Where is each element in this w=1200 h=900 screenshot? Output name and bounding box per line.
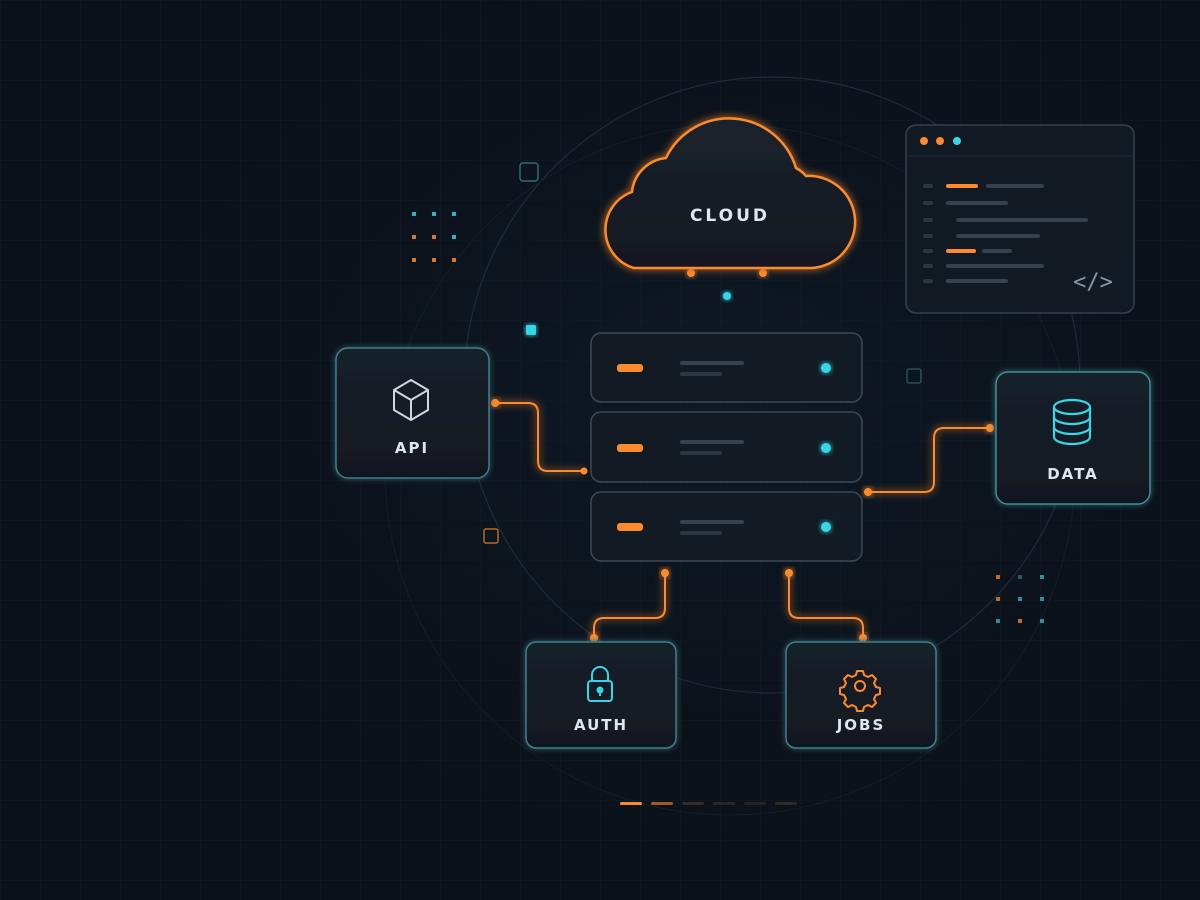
lock-icon <box>587 666 613 702</box>
server-icon <box>617 523 643 531</box>
edge-stack-data <box>867 427 991 493</box>
server-icon <box>617 364 643 372</box>
server-unit <box>590 491 863 562</box>
connectors <box>494 267 991 639</box>
edge-api-stack <box>494 402 585 472</box>
status-led <box>821 363 831 373</box>
node-auth[interactable]: AUTH <box>525 641 677 749</box>
status-led <box>821 522 831 532</box>
window-dot <box>920 137 928 145</box>
node-label-auth: AUTH <box>574 716 628 734</box>
window-dot <box>936 137 944 145</box>
database-icon <box>1052 398 1092 446</box>
gear-icon <box>839 670 881 712</box>
edge-stack-jobs <box>788 572 864 639</box>
node-server-stack[interactable] <box>590 332 863 562</box>
code-window: </> <box>905 124 1135 314</box>
status-led <box>821 443 831 453</box>
connector-dots <box>491 269 994 642</box>
node-label-data: DATA <box>1047 465 1099 483</box>
code-icon: </> <box>1073 270 1113 295</box>
node-label-jobs: JOBS <box>836 716 886 734</box>
server-unit <box>590 332 863 403</box>
node-data[interactable]: DATA <box>995 371 1151 505</box>
window-dot <box>953 137 961 145</box>
server-unit <box>590 411 863 483</box>
node-jobs[interactable]: JOBS <box>785 641 937 749</box>
progress-dashes <box>620 802 797 805</box>
node-label-api: API <box>395 439 429 457</box>
node-label-cloud: CLOUD <box>690 206 770 226</box>
cloud-icon <box>604 117 857 270</box>
dot-matrix-left <box>412 212 456 262</box>
code-lines <box>923 184 1088 283</box>
dot-matrix-right <box>996 575 1044 623</box>
edge-stack-auth <box>593 572 666 639</box>
decor-squares <box>483 162 922 544</box>
server-icon <box>617 444 643 452</box>
node-cloud[interactable]: CLOUD <box>604 117 857 270</box>
node-api[interactable]: API <box>335 347 490 479</box>
cube-icon <box>393 379 429 421</box>
